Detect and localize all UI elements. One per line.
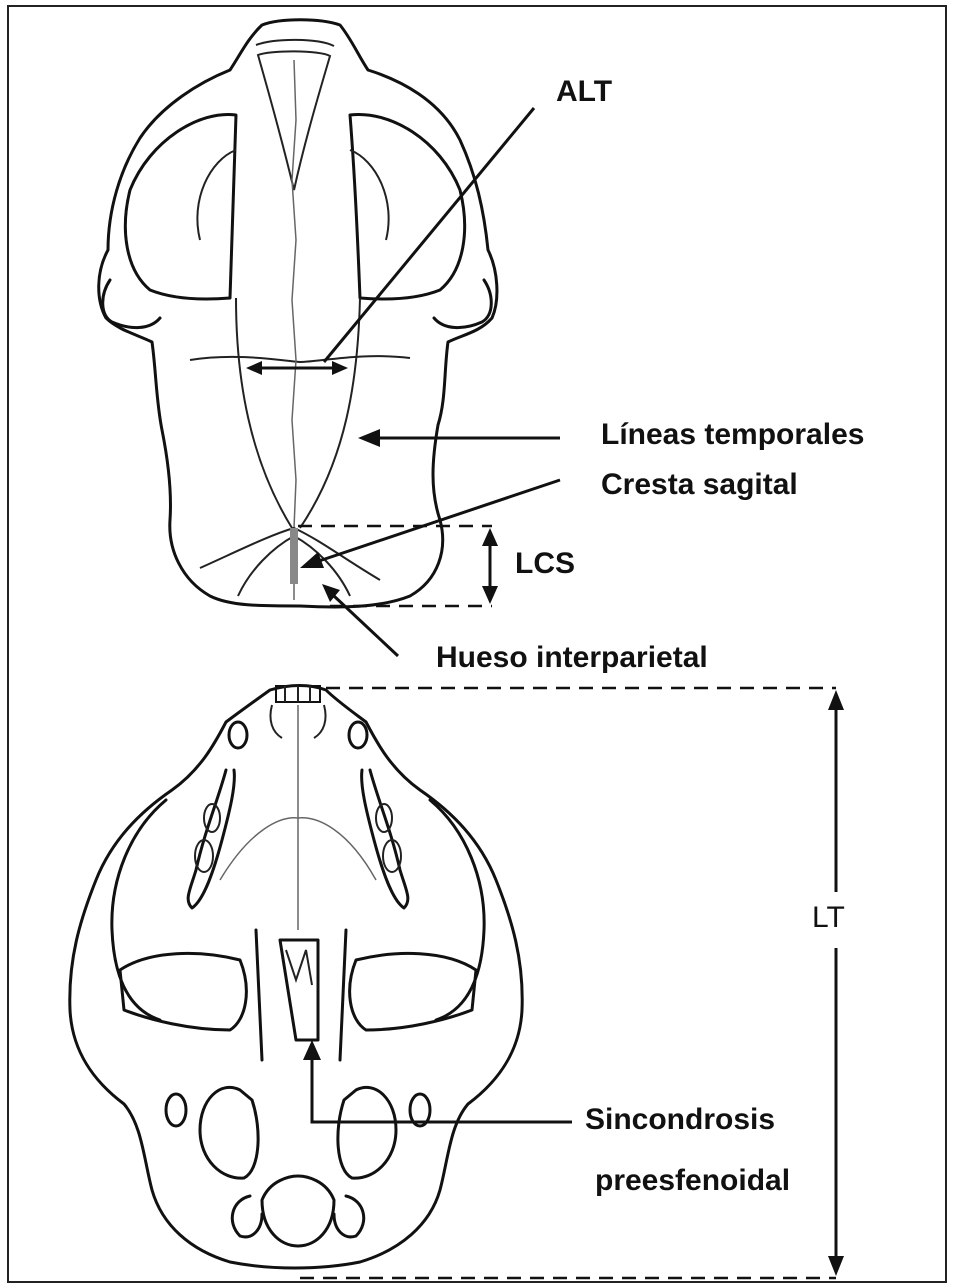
hueso-interparietal-pointer	[322, 584, 398, 656]
nasal-tip	[256, 40, 334, 46]
right-tympanic-bulla	[338, 1087, 396, 1178]
label-hueso-interparietal: Hueso interparietal	[436, 641, 708, 674]
label-cresta-sagital: Cresta sagital	[601, 468, 798, 501]
coronal-suture	[190, 356, 410, 362]
dorsal-skull	[99, 20, 497, 607]
label-sincondrosis-2: preesfenoidal	[595, 1164, 790, 1197]
alt-measure	[246, 108, 534, 375]
left-pterygoid	[256, 930, 262, 1060]
foramen-magnum	[262, 1176, 334, 1246]
ventral-skull-outline	[70, 686, 522, 1269]
label-lt: LT	[812, 901, 845, 934]
sagittal-suture	[292, 60, 296, 600]
left-temporal-line	[236, 298, 292, 528]
right-orbit	[350, 114, 465, 299]
label-lcs: LCS	[515, 547, 575, 580]
right-pterygoid	[340, 930, 346, 1060]
left-incisive-foramen	[229, 722, 247, 748]
label-alt: ALT	[556, 75, 612, 108]
sincondrosis-pointer	[303, 1040, 572, 1122]
right-temporal-line	[300, 298, 360, 528]
right-tooth-row	[362, 770, 408, 908]
left-orbit	[125, 114, 236, 299]
dorsal-skull-outline	[99, 20, 497, 607]
right-zygomatic-ventral	[430, 800, 484, 1020]
left-zygomatic-arch	[103, 280, 160, 328]
right-occipital-condyle	[334, 1196, 364, 1237]
left-glenoid-fossa	[120, 953, 246, 1030]
lineas-temporales-pointer	[358, 429, 560, 447]
right-incisive-foramen	[349, 722, 367, 748]
left-tooth-row	[188, 770, 234, 908]
right-glenoid-fossa	[350, 953, 476, 1030]
left-zygomatic-ventral	[112, 800, 166, 1020]
left-auditory-meatus	[166, 1094, 186, 1126]
presphenoid	[280, 940, 318, 1040]
left-occipital-condyle	[232, 1196, 262, 1237]
label-sincondrosis-1: Sincondrosis	[585, 1103, 775, 1136]
ventral-skull	[70, 686, 522, 1269]
left-orbit-inner	[197, 150, 236, 240]
sagittal-crest	[290, 528, 298, 584]
label-lineas-temporales: Líneas temporales	[601, 418, 864, 451]
left-tympanic-bulla	[200, 1087, 258, 1178]
